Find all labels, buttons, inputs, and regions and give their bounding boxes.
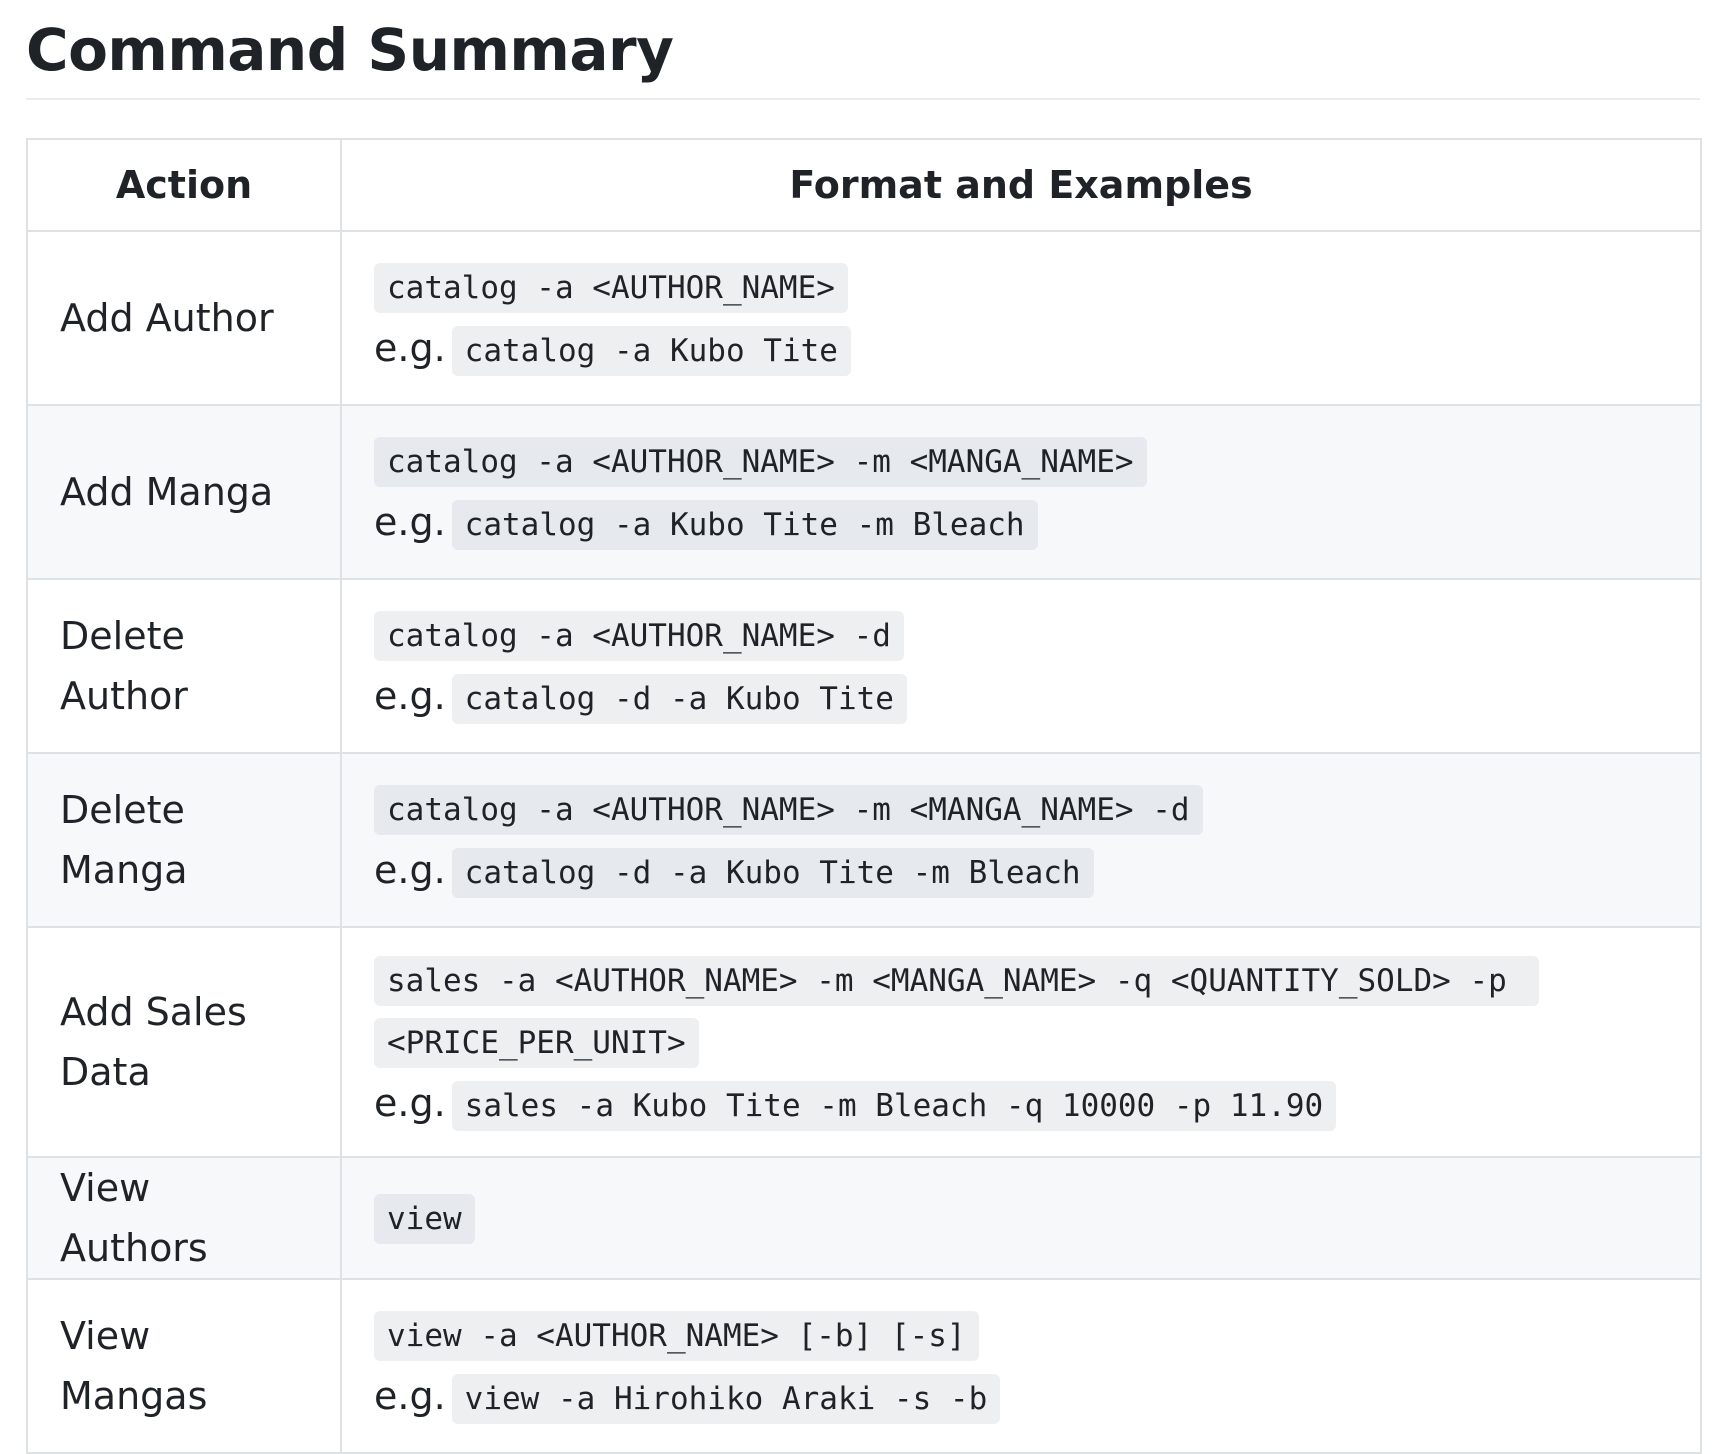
format-code: view -a <AUTHOR_NAME> [-b] [-s] xyxy=(374,1310,979,1361)
table-row: Delete Author catalog -a <AUTHOR_NAME> -… xyxy=(26,578,1702,754)
example-code: catalog -d -a Kubo Tite xyxy=(451,673,907,724)
table-row: View Mangas view -a <AUTHOR_NAME> [-b] [… xyxy=(26,1278,1702,1454)
format-cell: catalog -a <AUTHOR_NAME> -d e.g.catalog … xyxy=(340,578,1702,754)
format-code: catalog -a <AUTHOR_NAME> -m <MANGA_NAME> xyxy=(374,436,1147,487)
format-code: view xyxy=(374,1194,475,1244)
table-row: Delete Manga catalog -a <AUTHOR_NAME> -m… xyxy=(26,752,1702,928)
format-cell: view -a <AUTHOR_NAME> [-b] [-s] e.g.view… xyxy=(340,1278,1702,1454)
example-label: e.g. xyxy=(374,1373,446,1418)
example-label: e.g. xyxy=(374,847,446,892)
example-code: view -a Hirohiko Araki -s -b xyxy=(451,1373,1001,1424)
action-cell: Add Manga xyxy=(26,404,342,580)
example-code: sales -a Kubo Tite -m Bleach -q 10000 -p… xyxy=(451,1080,1337,1131)
table-header-row: Action Format and Examples xyxy=(26,138,1702,232)
action-cell: View Authors xyxy=(26,1156,342,1280)
format-cell: view xyxy=(340,1156,1702,1280)
example-code: catalog -a Kubo Tite -m Bleach xyxy=(451,499,1038,550)
table-row: Add Author catalog -a <AUTHOR_NAME> e.g.… xyxy=(26,230,1702,406)
table-row: Add Manga catalog -a <AUTHOR_NAME> -m <M… xyxy=(26,404,1702,580)
action-cell: View Mangas xyxy=(26,1278,342,1454)
example-label: e.g. xyxy=(374,673,446,718)
action-cell: Delete Author xyxy=(26,578,342,754)
example-code: catalog -d -a Kubo Tite -m Bleach xyxy=(451,847,1094,898)
format-cell: catalog -a <AUTHOR_NAME> -m <MANGA_NAME>… xyxy=(340,404,1702,580)
column-header-action: Action xyxy=(26,138,342,232)
format-code: catalog -a <AUTHOR_NAME> -d xyxy=(374,610,904,661)
column-header-format: Format and Examples xyxy=(340,138,1702,232)
title-divider xyxy=(26,98,1700,100)
example-label: e.g. xyxy=(374,499,446,544)
document-page: Command Summary Action Format and Exampl… xyxy=(26,16,1702,1454)
page-title: Command Summary xyxy=(26,16,674,84)
command-summary-table: Action Format and Examples Add Author ca… xyxy=(26,138,1702,1454)
action-cell: Delete Manga xyxy=(26,752,342,928)
format-code: sales -a <AUTHOR_NAME> -m <MANGA_NAME> -… xyxy=(374,955,1539,1068)
action-cell: Add Author xyxy=(26,230,342,406)
table-row: Add Sales Data sales -a <AUTHOR_NAME> -m… xyxy=(26,926,1702,1158)
example-label: e.g. xyxy=(374,325,446,370)
example-code: catalog -a Kubo Tite xyxy=(451,325,851,376)
format-cell: catalog -a <AUTHOR_NAME> e.g.catalog -a … xyxy=(340,230,1702,406)
format-code: catalog -a <AUTHOR_NAME> -m <MANGA_NAME>… xyxy=(374,784,1203,835)
action-cell: Add Sales Data xyxy=(26,926,342,1158)
table-row: View Authors view xyxy=(26,1156,1702,1280)
format-code: catalog -a <AUTHOR_NAME> xyxy=(374,262,848,313)
format-cell: sales -a <AUTHOR_NAME> -m <MANGA_NAME> -… xyxy=(340,926,1702,1158)
example-label: e.g. xyxy=(374,1080,446,1125)
format-cell: catalog -a <AUTHOR_NAME> -m <MANGA_NAME>… xyxy=(340,752,1702,928)
